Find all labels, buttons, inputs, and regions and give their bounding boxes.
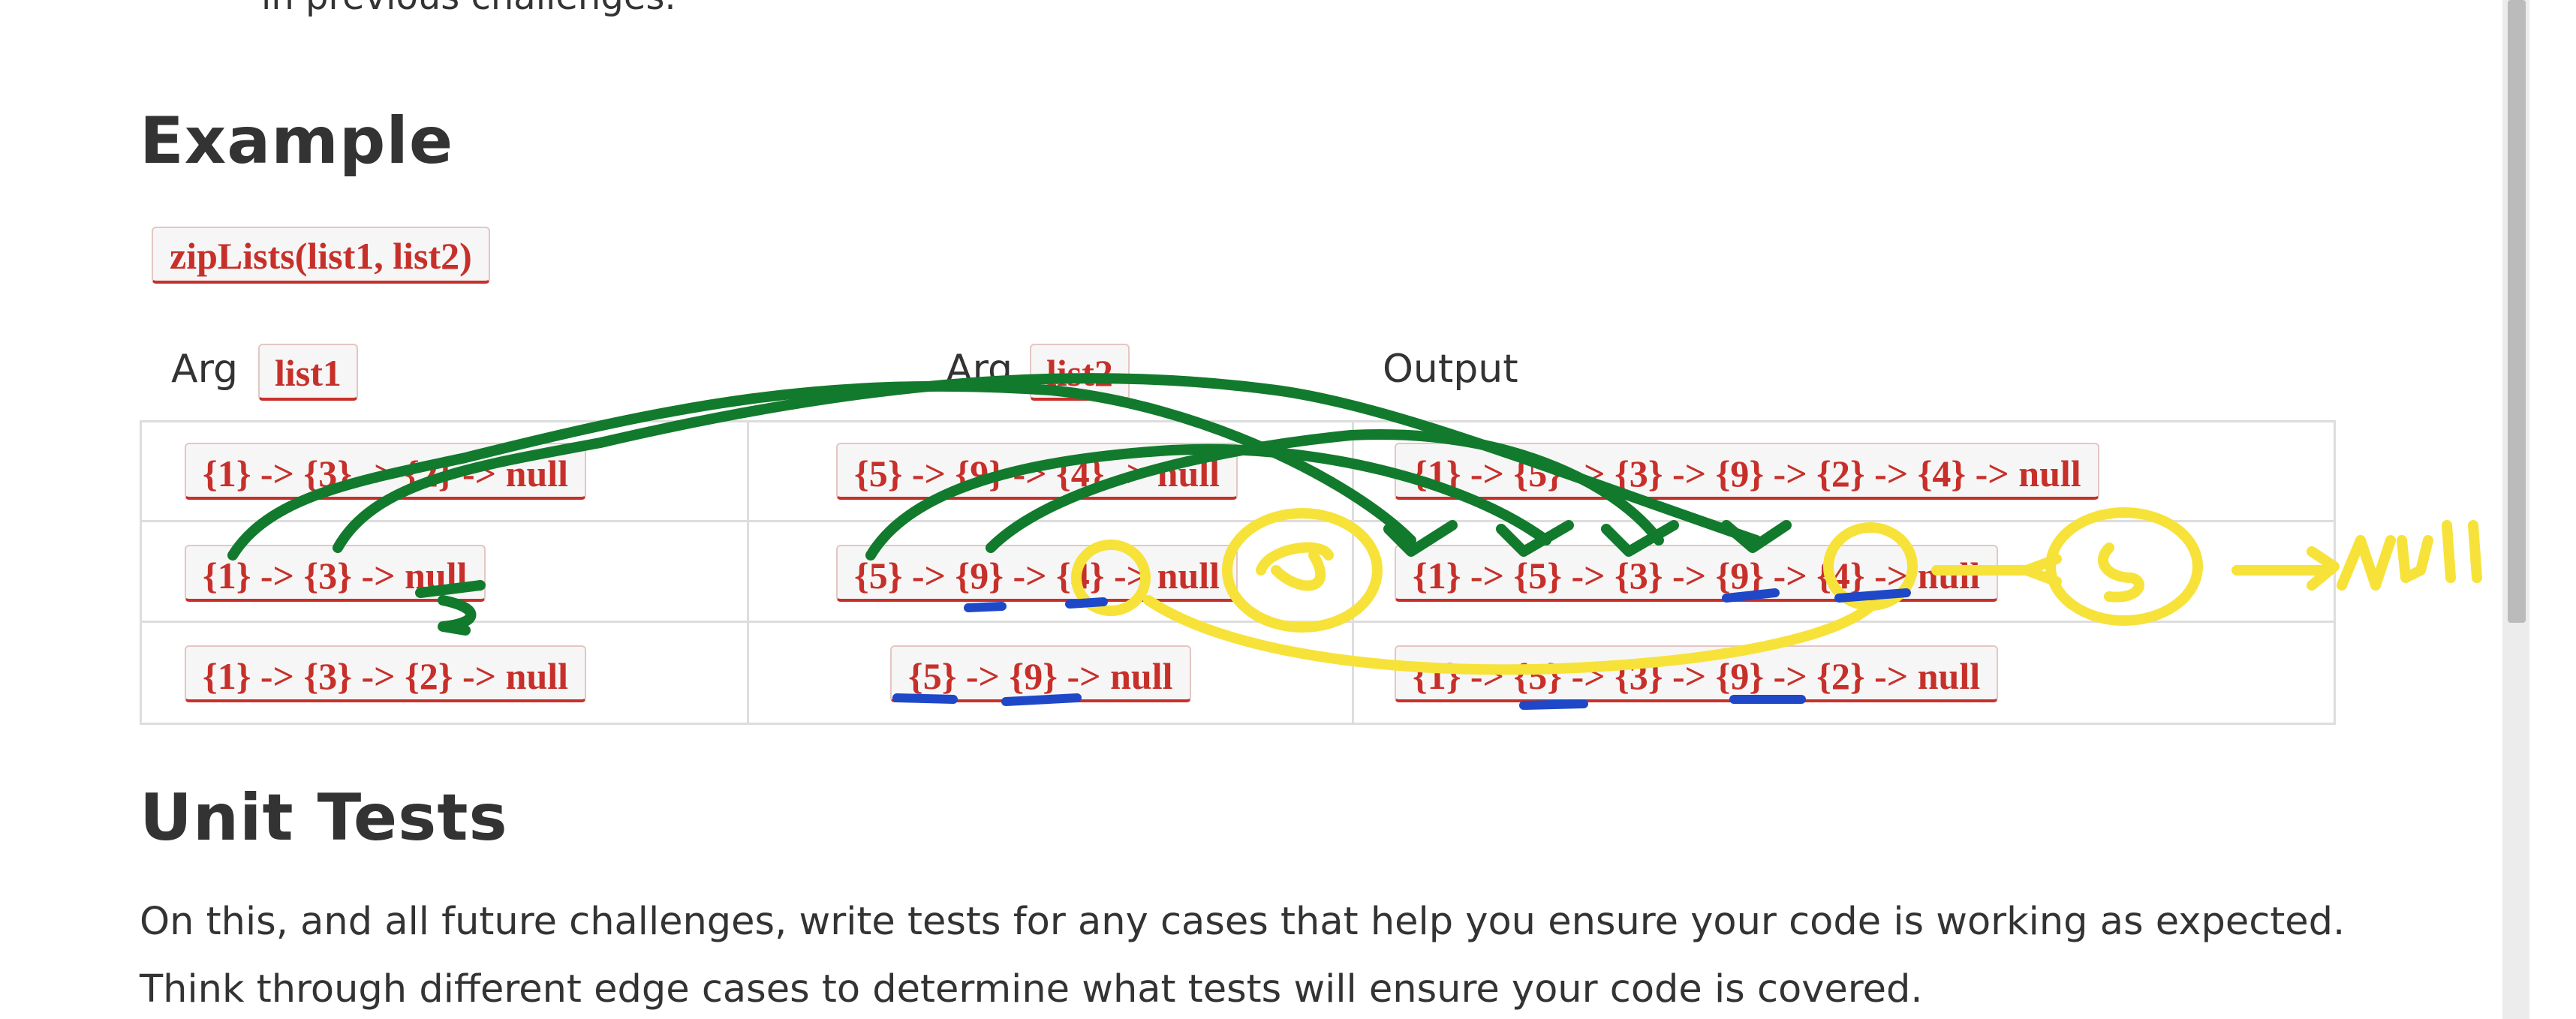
row2-output: {1} -> {5} -> {3} -> {9} -> {4} -> null — [1395, 545, 1999, 602]
row3-list1: {1} -> {3} -> {2} -> null — [185, 645, 587, 702]
intro-tail-text: in previous challenges. — [261, 0, 676, 18]
arg2-name-code: list2 — [1030, 344, 1130, 401]
row1-list1: {1} -> {3} -> {2} -> null — [185, 443, 587, 500]
arg1-label: Arg — [171, 347, 239, 392]
example-heading: Example — [140, 104, 454, 179]
table-column-divider — [747, 422, 749, 723]
table-column-divider — [1352, 422, 1354, 723]
row2-list1: {1} -> {3} -> null — [185, 545, 486, 602]
unit-tests-paragraph: On this, and all future challenges, writ… — [140, 900, 2346, 1011]
row3-output: {1} -> {5} -> {3} -> {9} -> {2} -> null — [1395, 645, 1999, 702]
row3-list2: {5} -> {9} -> null — [890, 645, 1191, 702]
arg1-name-code: list1 — [258, 344, 358, 401]
scrollbar-thumb[interactable] — [2508, 0, 2526, 623]
row1-list2: {5} -> {9} -> {4} -> null — [836, 443, 1238, 500]
unit-tests-heading: Unit Tests — [140, 780, 508, 855]
function-call-code: zipLists(list1, list2) — [152, 227, 490, 284]
table-row-divider — [142, 520, 2334, 522]
table-row-divider — [142, 621, 2334, 623]
row1-output: {1} -> {5} -> {3} -> {9} -> {2} -> {4} -… — [1395, 443, 2099, 500]
output-label: Output — [1383, 347, 1518, 392]
row2-list2: {5} -> {9} -> {4} -> null — [836, 545, 1238, 602]
arg2-label: Arg — [946, 347, 1013, 392]
